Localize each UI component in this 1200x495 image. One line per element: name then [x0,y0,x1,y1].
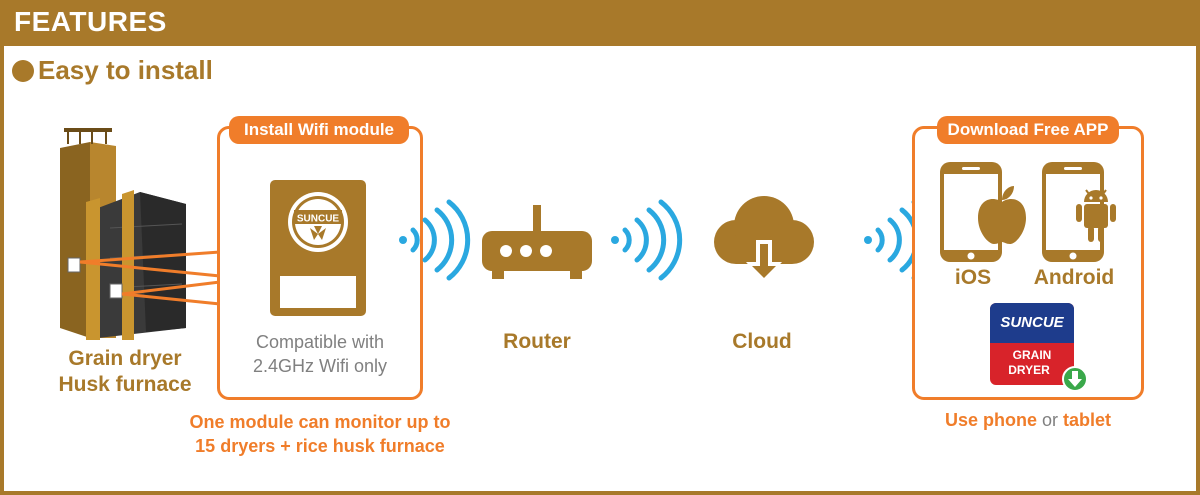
module-note-line1: One module can monitor up to [160,410,480,434]
app-brand-text: SUNCUE [990,314,1074,331]
dryer-label-line2: Husk furnace [40,372,210,398]
dryer-label: Grain dryer Husk furnace [40,346,210,398]
app-line1: GRAIN [990,348,1074,362]
wifi-waves-icon [607,200,677,280]
module-caption-line1: Compatible with [225,330,415,354]
router-label: Router [480,330,594,354]
cloud-download-icon [706,190,820,290]
device-footer: Use phone or tablet [912,410,1144,431]
apple-icon [976,186,1028,246]
cloud-label: Cloud [705,330,819,354]
wifi-waves-icon [395,200,465,280]
footer-or: or [1037,410,1063,430]
footer-phone: Use phone [945,410,1037,430]
footer-tablet: tablet [1063,410,1111,430]
android-label: Android [1022,266,1126,290]
module-tag: Install Wifi module [229,116,409,144]
ios-label: iOS [926,266,1020,290]
module-logo-text: SUNCUE [297,214,340,225]
module-caption-line2: 2.4GHz Wifi only [225,354,415,378]
router-icon [482,205,592,285]
module-note-line2: 15 dryers + rice husk furnace [160,434,480,458]
dryer-label-line1: Grain dryer [40,346,210,372]
module-note: One module can monitor up to 15 dryers +… [160,410,480,458]
module-caption: Compatible with 2.4GHz Wifi only [225,330,415,378]
app-tag: Download Free APP [937,116,1119,144]
download-arrow-icon [1062,366,1088,392]
app-line2: DRYER [990,363,1068,377]
wifi-module-device-icon: SUNCUE [270,180,366,316]
android-icon [1076,186,1116,244]
